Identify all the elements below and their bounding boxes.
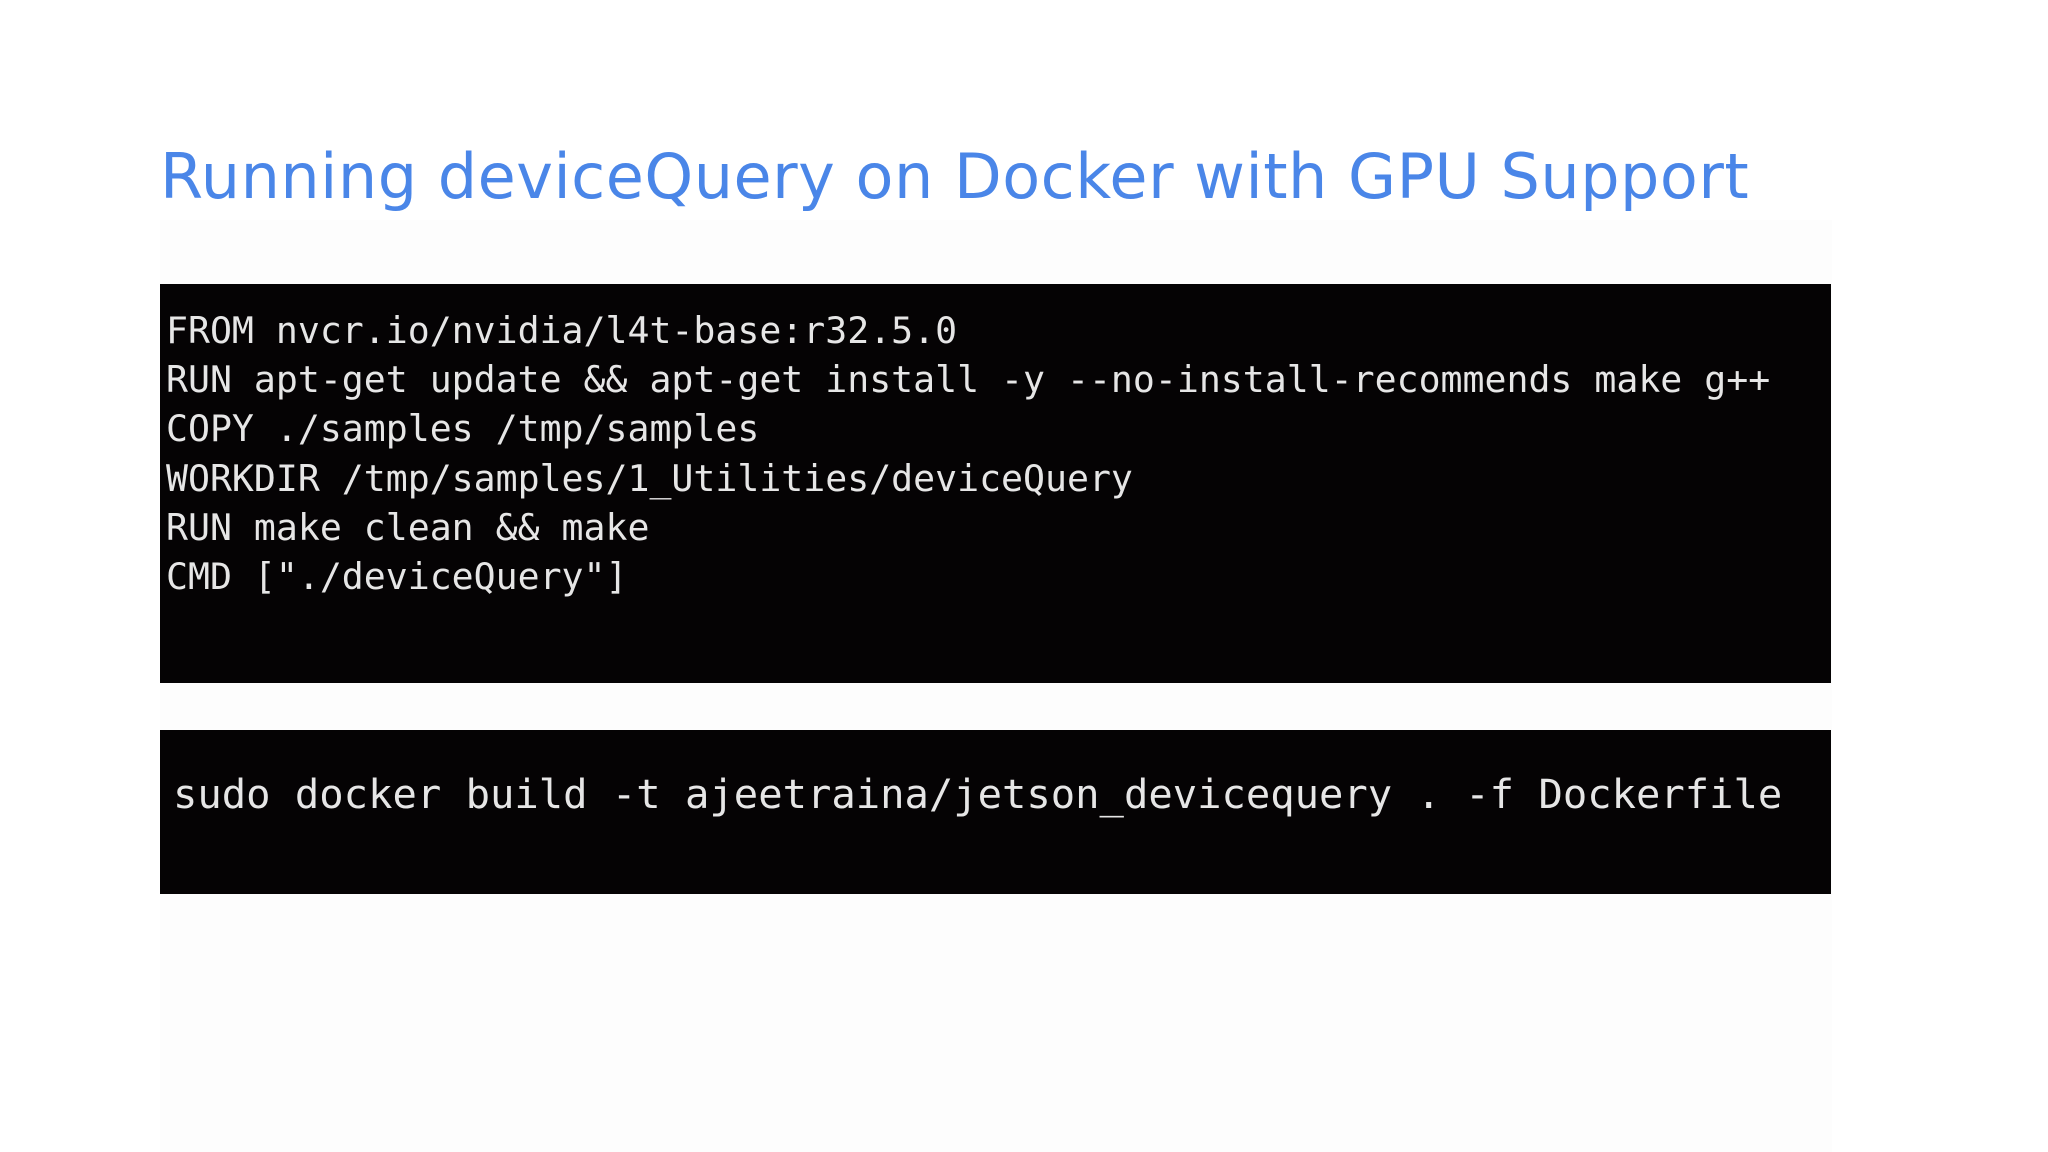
build-command-block: sudo docker build -t ajeetraina/jetson_d… bbox=[160, 730, 1831, 894]
dockerfile-line-run-apt: RUN apt-get update && apt-get install -y… bbox=[166, 358, 1771, 402]
build-command-text: sudo docker build -t ajeetraina/jetson_d… bbox=[173, 770, 1783, 818]
dockerfile-code-block: FROM nvcr.io/nvidia/l4t-base:r32.5.0 RUN… bbox=[160, 284, 1831, 683]
dockerfile-line-workdir: WORKDIR /tmp/samples/1_Utilities/deviceQ… bbox=[166, 456, 1133, 500]
slide-title: Running deviceQuery on Docker with GPU S… bbox=[160, 140, 1750, 213]
dockerfile-line-run-make: RUN make clean && make bbox=[166, 505, 650, 549]
dockerfile-line-copy: COPY ./samples /tmp/samples bbox=[166, 407, 760, 451]
dockerfile-line-from: FROM nvcr.io/nvidia/l4t-base:r32.5.0 bbox=[166, 309, 958, 352]
dockerfile-line-cmd: CMD ["./deviceQuery"] bbox=[166, 555, 628, 599]
